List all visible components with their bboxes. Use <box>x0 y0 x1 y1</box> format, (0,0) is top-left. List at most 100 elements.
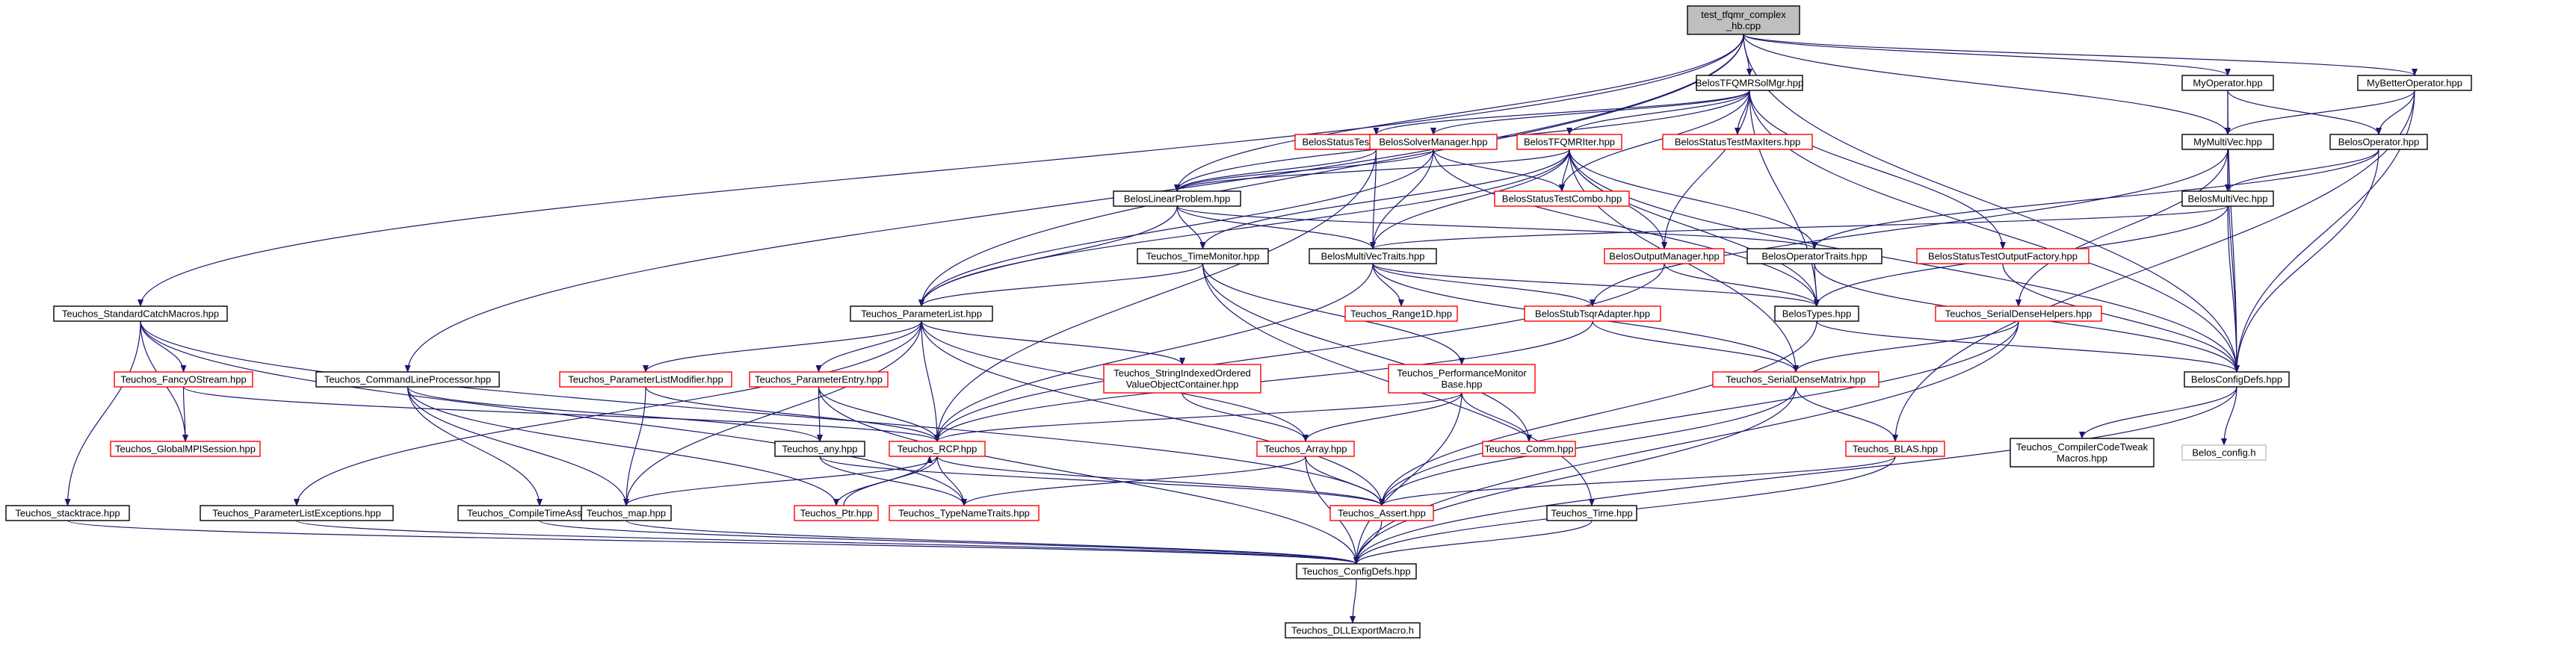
node-plexc[interactable]: Teuchos_ParameterListExceptions.hpp <box>200 505 394 521</box>
edge-paramlist-to-strindexed <box>921 320 1185 365</box>
node-anyhpp[interactable]: Teuchos_any.hpp <box>774 441 865 457</box>
node-comm[interactable]: Teuchos_Comm.hpp <box>1482 441 1576 457</box>
edge-mymultivec-to-belosconfig <box>2227 149 2240 373</box>
edge-optraits-to-belostypes <box>1813 263 1820 307</box>
edge-mymultivec-to-sdhelpers <box>2016 149 2228 307</box>
edge-cmdline-to-maphpp <box>407 386 629 506</box>
node-fancy[interactable]: Teuchos_FancyOStream.hpp <box>114 371 253 388</box>
node-label: BelosMultiVec.hpp <box>2188 193 2268 205</box>
node-label: Teuchos_ParameterListModifier.hpp <box>568 374 723 385</box>
node-mymultivec[interactable]: MyMultiVec.hpp <box>2181 134 2274 150</box>
edge-belostypes-to-belosconfig <box>1816 320 2240 373</box>
node-typename[interactable]: Teuchos_TypeNameTraits.hpp <box>889 505 1040 521</box>
node-label: Teuchos_ParameterList.hpp <box>861 308 982 320</box>
node-assert[interactable]: Teuchos_Assert.hpp <box>1329 505 1434 521</box>
edge-stdcatch-to-assert <box>140 320 1385 506</box>
node-label: test_tfqmr_complex <box>1701 9 1786 20</box>
edge-ptr-to-rcp <box>843 456 933 506</box>
edge-mvtraits-to-stubtsqr <box>1372 263 1596 307</box>
edge-mvtraits-to-range1d <box>1372 263 1404 307</box>
node-box <box>794 505 879 521</box>
node-cmdline[interactable]: Teuchos_CommandLineProcessor.hpp <box>315 371 500 388</box>
node-label: BelosTFQMRSolMgr.hpp <box>1696 78 1804 89</box>
node-strindexed[interactable]: Teuchos_StringIndexedOrderedValueObjectC… <box>1103 364 1261 394</box>
node-tfqmriter[interactable]: BelosTFQMRIter.hpp <box>1516 134 1622 150</box>
node-pentry[interactable]: Teuchos_ParameterEntry.hpp <box>749 371 889 388</box>
edge-solvermgr-to-linprob <box>1174 149 1434 192</box>
node-label: Teuchos_TimeMonitor.hpp <box>1146 251 1260 262</box>
edge-myop-to-belosop <box>2227 90 2382 135</box>
node-label: Teuchos_StringIndexedOrdered <box>1114 367 1251 379</box>
node-tconfig[interactable]: Teuchos_ConfigDefs.hpp <box>1296 563 1417 580</box>
node-box <box>1369 134 1498 150</box>
node-blas[interactable]: Teuchos_BLAS.hpp <box>1845 441 1945 457</box>
edge-maphpp-to-tconfig <box>626 520 1359 565</box>
node-box <box>1388 364 1536 394</box>
node-label: Teuchos_any.hpp <box>782 444 858 455</box>
node-combo[interactable]: BelosStatusTestCombo.hpp <box>1494 190 1630 207</box>
edge-tfqmriter-to-timemon <box>1199 149 1570 249</box>
edge-outfactory-to-belosconfig <box>2002 263 2240 373</box>
node-dllexport[interactable]: Teuchos_DLLExportMacro.h <box>1285 622 1421 639</box>
edge-belosop-to-belosconfig <box>2234 149 2379 373</box>
node-mvtraits[interactable]: BelosMultiVecTraits.hpp <box>1309 248 1437 264</box>
node-root: test_tfqmr_complex_hb.cpp <box>1687 5 1800 35</box>
node-label: ValueObjectContainer.hpp <box>1126 379 1239 390</box>
node-stubtsqr[interactable]: BelosStubTsqrAdapter.hpp <box>1524 305 1661 322</box>
node-label: Teuchos_FancyOStream.hpp <box>120 374 246 385</box>
node-box <box>110 441 261 457</box>
node-stdcatch[interactable]: Teuchos_StandardCatchMacros.hpp <box>53 305 228 322</box>
node-belosmv[interactable]: BelosMultiVec.hpp <box>2181 190 2274 207</box>
node-array[interactable]: Teuchos_Array.hpp <box>1256 441 1355 457</box>
node-rcp[interactable]: Teuchos_RCP.hpp <box>889 441 986 457</box>
node-belostypes[interactable]: BelosTypes.hpp <box>1774 305 1859 322</box>
node-myop[interactable]: MyOperator.hpp <box>2181 75 2274 91</box>
node-maxiters[interactable]: BelosStatusTestMaxIters.hpp <box>1662 134 1813 150</box>
node-sdmatrix[interactable]: Teuchos_SerialDenseMatrix.hpp <box>1712 371 1880 388</box>
node-label: BelosSolverManager.hpp <box>1379 137 1487 148</box>
node-box <box>749 371 889 388</box>
node-optraits[interactable]: BelosOperatorTraits.hpp <box>1746 248 1882 264</box>
edge-plexc-to-tconfig <box>296 520 1359 565</box>
node-label: MyBetterOperator.hpp <box>2367 78 2462 89</box>
node-ptr[interactable]: Teuchos_Ptr.hpp <box>794 505 879 521</box>
edge-cmdline-to-ctassert <box>407 386 543 506</box>
node-box <box>2357 75 2472 91</box>
edge-ctassert-to-tconfig <box>539 520 1359 565</box>
node-label: _hb.cpp <box>1726 20 1761 31</box>
edge-rcp-to-typename <box>936 456 967 506</box>
node-box <box>889 441 986 457</box>
node-range1d[interactable]: Teuchos_Range1D.hpp <box>1344 305 1458 322</box>
edge-stacktrace-to-tconfig <box>67 520 1359 565</box>
node-belosop[interactable]: BelosOperator.hpp <box>2329 134 2428 150</box>
node-timemon[interactable]: Teuchos_TimeMonitor.hpp <box>1137 248 1269 264</box>
node-label: BelosStubTsqrAdapter.hpp <box>1535 308 1650 320</box>
node-plmod[interactable]: Teuchos_ParameterListModifier.hpp <box>559 371 732 388</box>
node-time[interactable]: Teuchos_Time.hpp <box>1546 505 1637 521</box>
node-sdhelpers[interactable]: Teuchos_SerialDenseHelpers.hpp <box>1935 305 2102 322</box>
edge-root-to-myop <box>1743 34 2231 76</box>
node-box <box>1516 134 1622 150</box>
node-belosconfig[interactable]: BelosConfigDefs.hpp <box>2184 371 2290 388</box>
node-globalmpi[interactable]: Teuchos_GlobalMPISession.hpp <box>110 441 261 457</box>
node-ctassert[interactable]: Teuchos_CompileTimeAssert.hpp <box>457 505 622 521</box>
node-label: Base.hpp <box>1442 379 1483 390</box>
node-solmgr[interactable]: BelosTFQMRSolMgr.hpp <box>1696 75 1804 91</box>
node-outmgr[interactable]: BelosOutputManager.hpp <box>1604 248 1725 264</box>
node-outfactory[interactable]: BelosStatusTestOutputFactory.hpp <box>1916 248 2089 264</box>
node-mybetter[interactable]: MyBetterOperator.hpp <box>2357 75 2472 91</box>
node-box <box>1285 622 1421 639</box>
node-stacktrace[interactable]: Teuchos_stacktrace.hpp <box>5 505 130 521</box>
edge-solmgr-to-tfqmriter <box>1566 90 1750 135</box>
node-paramlist[interactable]: Teuchos_ParameterList.hpp <box>850 305 993 322</box>
node-solvermgr[interactable]: BelosSolverManager.hpp <box>1369 134 1498 150</box>
edge-tfqmriter-to-paramlist <box>918 149 1570 307</box>
node-box <box>2181 134 2274 150</box>
edge-linprob-to-timemon <box>1176 205 1206 249</box>
edge-pentry-to-anyhpp <box>816 386 823 442</box>
node-maphpp[interactable]: Teuchos_map.hpp <box>581 505 672 521</box>
node-linprob[interactable]: BelosLinearProblem.hpp <box>1113 190 1241 207</box>
node-box <box>2181 75 2274 91</box>
